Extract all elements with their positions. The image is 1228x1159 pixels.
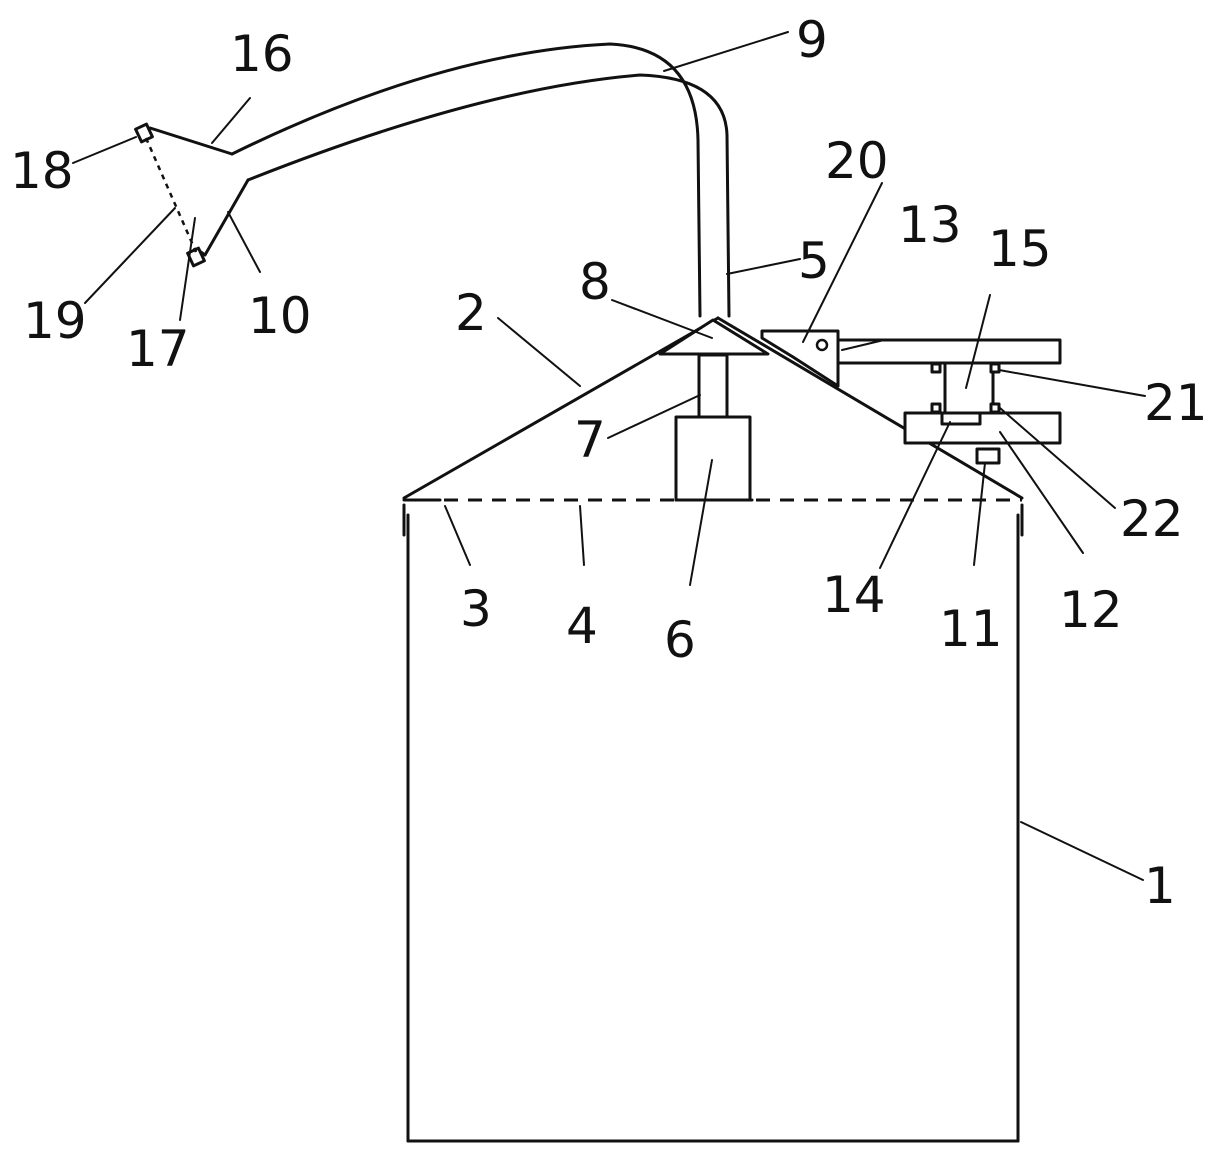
- label-6: 6: [664, 611, 696, 669]
- label-9: 9: [796, 11, 828, 69]
- label-19: 19: [23, 292, 87, 350]
- label-12: 12: [1059, 581, 1123, 639]
- connector-block: [943, 361, 995, 415]
- clamp-plate: [940, 411, 982, 426]
- conveying-pipe: [230, 42, 731, 318]
- label-10: 10: [248, 287, 312, 345]
- label-18: 18: [10, 142, 74, 200]
- motor-assembly: [658, 318, 770, 502]
- label-8: 8: [579, 253, 611, 311]
- label-7: 7: [574, 411, 606, 469]
- label-16: 16: [230, 25, 294, 83]
- reference-labels: 1 2 3 4 5 6 7 8 9 10 11 12 13 14 15 16 1…: [10, 11, 1208, 915]
- label-15: 15: [988, 220, 1052, 278]
- label-21: 21: [1144, 374, 1208, 432]
- label-17: 17: [126, 320, 190, 378]
- label-22: 22: [1120, 490, 1184, 548]
- label-2: 2: [455, 284, 487, 342]
- drive-shaft: [697, 353, 729, 419]
- label-13: 13: [898, 196, 962, 254]
- label-3: 3: [460, 580, 492, 638]
- label-14: 14: [822, 566, 886, 624]
- lower-arm: [903, 411, 1062, 445]
- leader-lines: [72, 31, 1146, 881]
- discharge-nozzle: [134, 122, 250, 268]
- label-20: 20: [825, 132, 889, 190]
- bracket-assembly: [760, 329, 1062, 465]
- fastener: [975, 447, 1001, 465]
- label-1: 1: [1144, 857, 1176, 915]
- mount-bolt: [815, 338, 829, 352]
- label-5: 5: [798, 232, 830, 290]
- nozzle-clip-bottom: [186, 246, 206, 268]
- motor-box: [674, 415, 752, 502]
- nozzle-mesh: [144, 137, 198, 253]
- silo-body: [402, 503, 1024, 1143]
- label-11: 11: [939, 600, 1003, 658]
- silo-roof: [402, 316, 1024, 500]
- mount-plate: [760, 329, 840, 388]
- deflector-cone: [658, 318, 770, 356]
- label-4: 4: [566, 597, 598, 655]
